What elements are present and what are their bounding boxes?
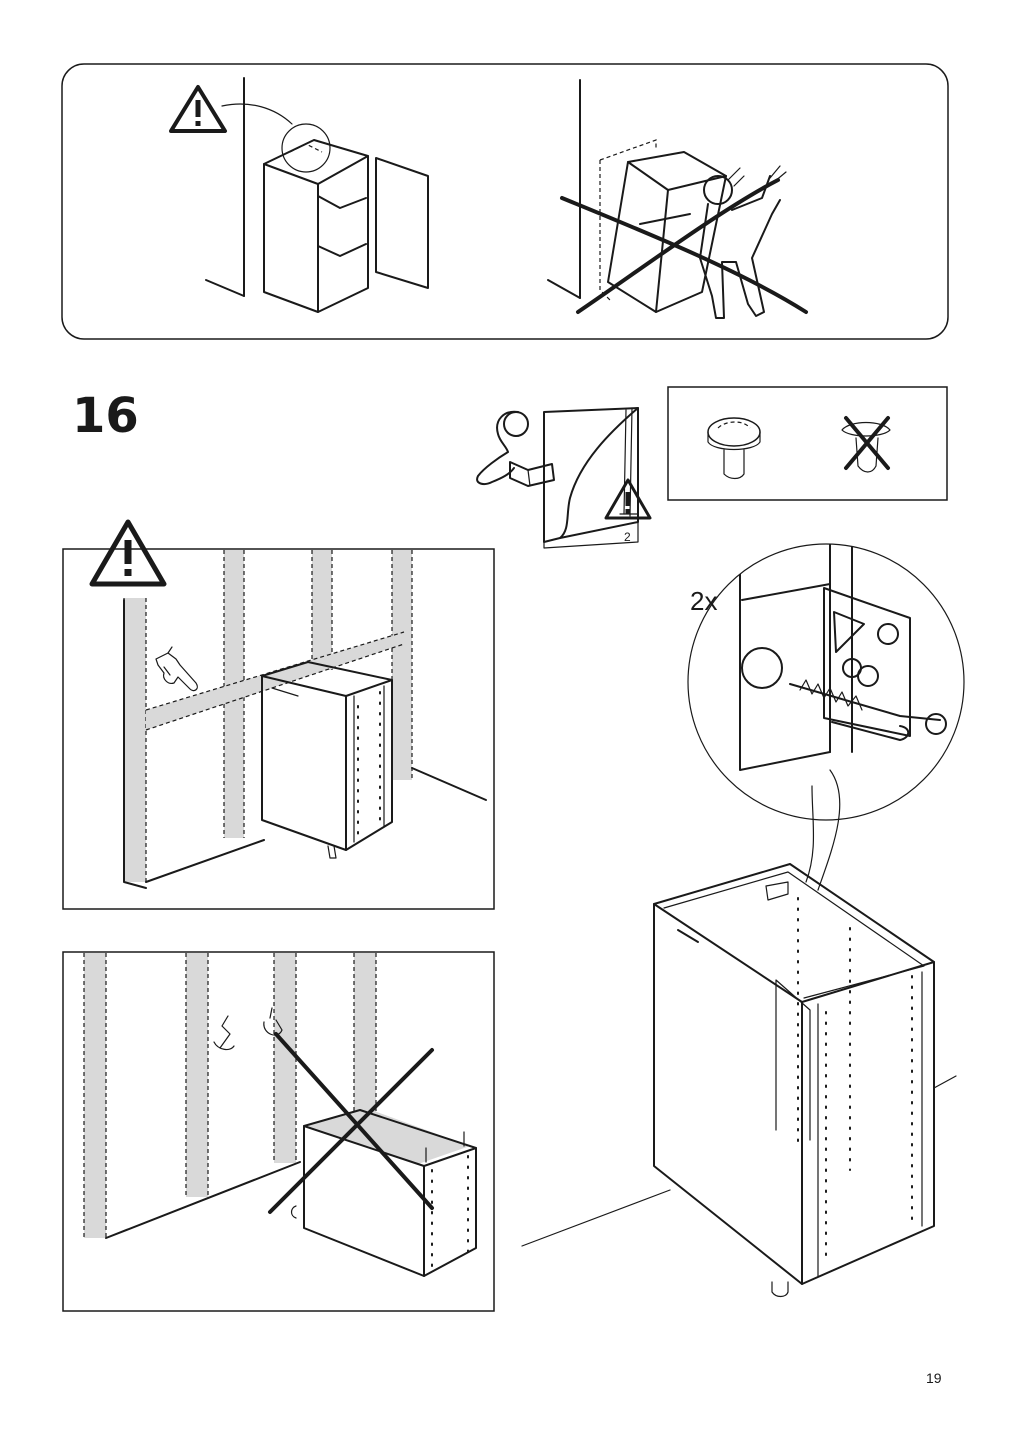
hardware-quantity: 2x bbox=[690, 586, 718, 616]
warning-triangle-icon bbox=[169, 85, 227, 133]
cross-icon bbox=[841, 416, 891, 473]
step-number: 16 bbox=[72, 388, 139, 444]
pointing-hand-icon bbox=[155, 646, 198, 692]
manual-page-reference: 2 bbox=[624, 530, 631, 544]
wall-plug-icon bbox=[707, 417, 761, 480]
page-number: 19 bbox=[926, 1370, 942, 1386]
warning-triangle-icon bbox=[89, 519, 167, 587]
read-manual-icon bbox=[476, 407, 652, 549]
